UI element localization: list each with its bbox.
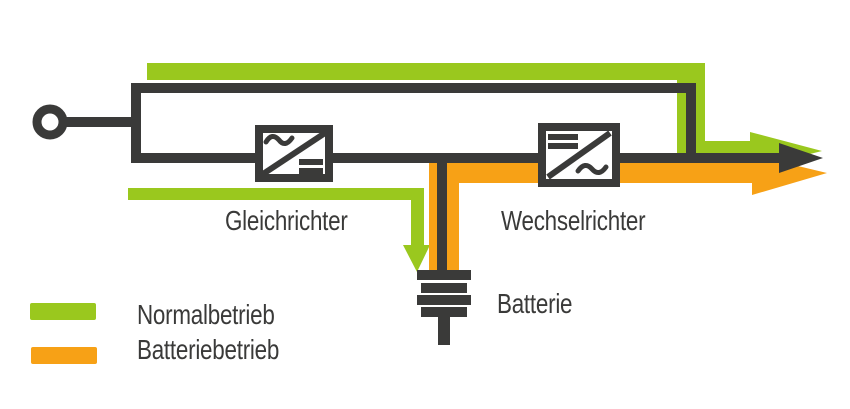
legend-swatch-normal-operation <box>30 303 96 320</box>
inverter-dc-symbol <box>548 143 578 149</box>
battery-icon <box>417 270 471 345</box>
inverter-diagonal <box>546 130 612 180</box>
battery-stem <box>438 317 450 345</box>
input-terminal-icon <box>32 104 68 140</box>
legend-label-battery-operation: Batteriebetrieb <box>137 334 280 365</box>
rectifier-box-icon <box>255 125 333 182</box>
green-battery-arrowhead-icon <box>403 245 430 272</box>
loop-left-edge-line <box>131 83 141 163</box>
main-line <box>131 153 783 163</box>
rectifier-label: Gleichrichter <box>225 205 348 236</box>
orange-output-arrowhead-icon <box>752 155 827 195</box>
loop-right-edge-line <box>686 83 696 163</box>
legend-swatch-battery-operation <box>31 347 97 364</box>
inverter-box-icon <box>538 123 620 187</box>
green-bypass-top-segment <box>147 63 705 80</box>
bypass-top-line <box>131 83 696 93</box>
battery-plate <box>421 307 467 317</box>
legend-label-normal-operation: Normalbetrieb <box>137 299 275 330</box>
battery-plate <box>417 295 471 305</box>
rectifier-diagonal <box>261 130 327 177</box>
circuit-lines <box>32 83 823 270</box>
inverter-ac-symbol <box>575 163 609 175</box>
battery-label: Batterie <box>497 288 573 319</box>
rectifier-dc-symbol <box>299 168 323 174</box>
battery-drop-line <box>437 158 447 270</box>
normal-operation-path <box>128 63 822 272</box>
inverter-dc-symbol <box>548 134 578 140</box>
battery-plate <box>421 283 467 293</box>
output-arrowhead-icon <box>779 143 823 173</box>
green-to-battery-segment <box>411 188 424 246</box>
rectifier-dc-symbol <box>299 159 323 165</box>
rectifier-ac-symbol <box>263 134 295 146</box>
battery-plate <box>417 270 471 280</box>
green-lower-segment <box>128 188 424 200</box>
input-lead-line <box>63 117 133 127</box>
inverter-label: Wechselrichter <box>501 205 646 236</box>
